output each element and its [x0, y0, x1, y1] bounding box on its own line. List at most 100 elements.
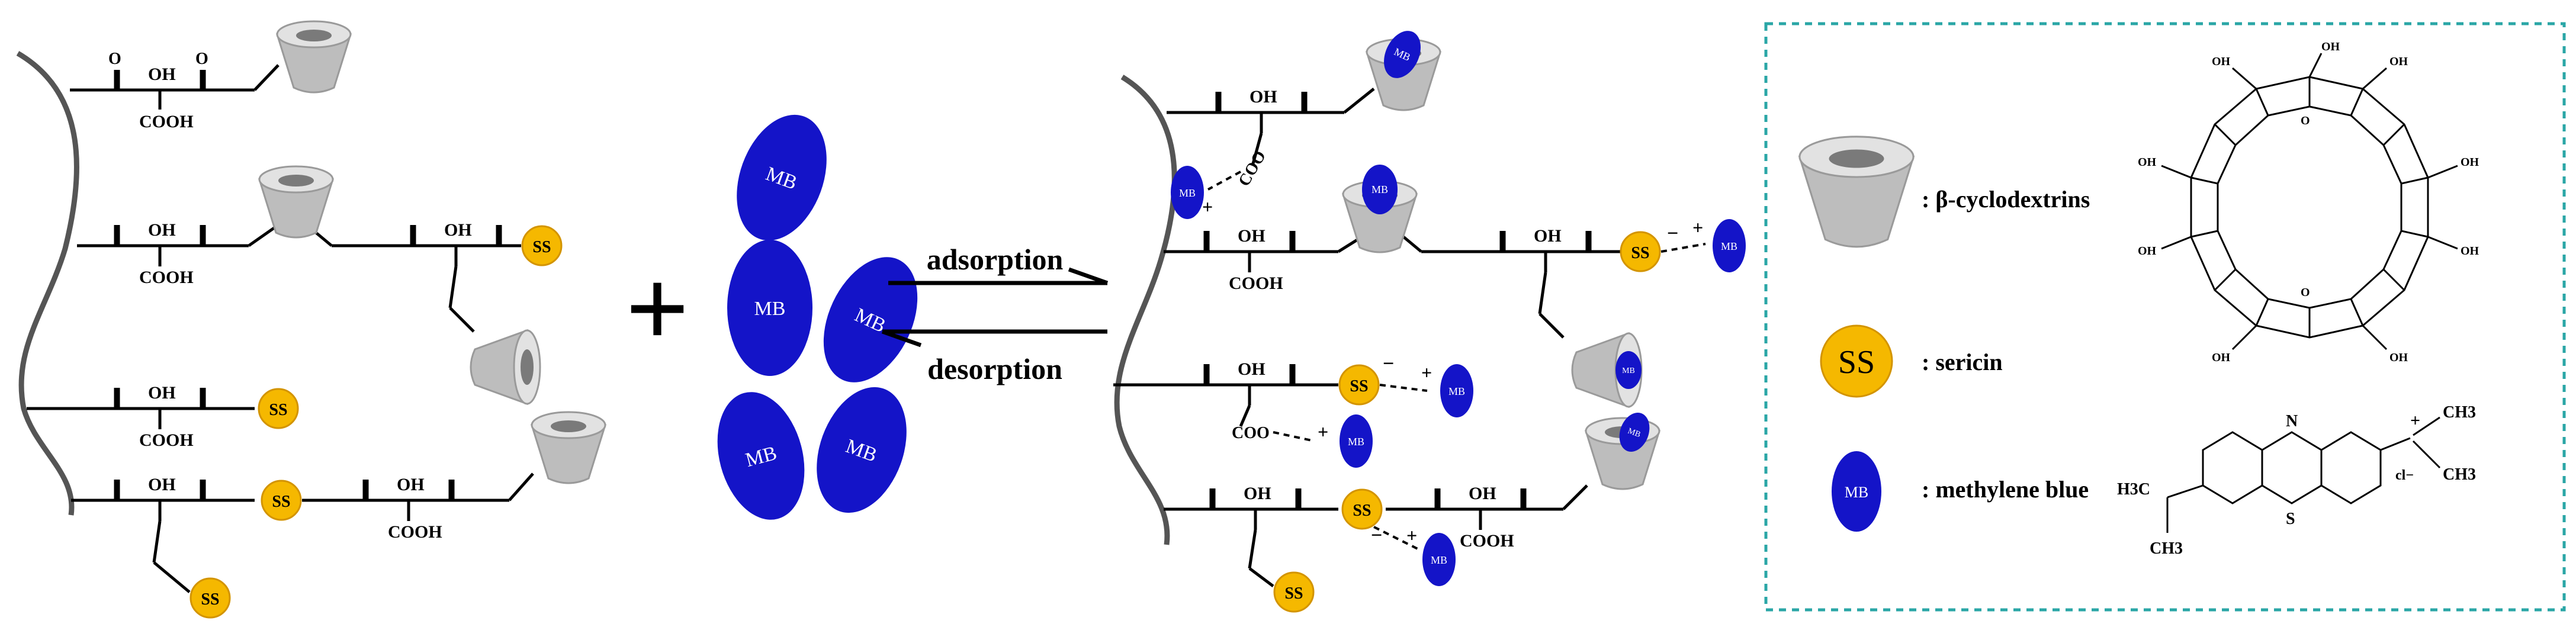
- svg-text:O: O: [2301, 286, 2310, 299]
- svg-text:OH: OH: [2212, 55, 2231, 68]
- mb-molecule: MB: [1440, 364, 1473, 417]
- right-branch-3: [1113, 364, 1338, 427]
- cyclodextrin-ring-structure: [2161, 53, 2458, 351]
- label-cooh: COOH: [139, 112, 194, 131]
- label-oh: OH: [148, 475, 176, 494]
- svg-text:SS: SS: [1350, 377, 1368, 396]
- svg-text:O: O: [2301, 114, 2310, 127]
- left-polymer: OH COOH O O OH COOH OH SS: [16, 20, 606, 619]
- label-plus: +: [1421, 362, 1432, 383]
- svg-text:SS: SS: [1284, 584, 1303, 603]
- svg-text:SS: SS: [272, 493, 290, 511]
- svg-text:OH: OH: [2212, 351, 2231, 364]
- right-backbone: [1114, 75, 1177, 545]
- label-oh: OH: [148, 65, 176, 84]
- legend-item-sericin: SS : sericin: [1820, 324, 2003, 398]
- right-branch-1: [1167, 88, 1375, 166]
- desorption-label: desorption: [927, 352, 1062, 385]
- label-cooh: COOH: [139, 430, 194, 450]
- svg-text:OH: OH: [2138, 245, 2157, 258]
- svg-text:SS: SS: [1353, 501, 1371, 520]
- mb-molecule: MB: [823, 257, 918, 382]
- left-branch-3: [27, 388, 255, 429]
- svg-text:OH: OH: [2389, 55, 2408, 68]
- svg-text:SS: SS: [532, 238, 551, 256]
- label-o: O: [108, 50, 121, 68]
- svg-text:MB: MB: [1845, 484, 1868, 501]
- equilibrium-arrows: adsorption desorption: [881, 243, 1109, 385]
- left-branch-4: [71, 472, 534, 593]
- label-oh: OH: [1469, 484, 1496, 503]
- mb-molecule: MB: [1340, 414, 1373, 468]
- label-plus: +: [1318, 421, 1328, 442]
- left-branch-2: [77, 223, 521, 333]
- methylene-blue-labels: N S H3C CH3 CH3 CH3 cl− +: [2117, 403, 2476, 558]
- mb-molecule: MB: [817, 387, 907, 513]
- mb-molecule: MB: [717, 392, 805, 520]
- legend-item-methylene-blue: MB : methylene blue: [1832, 451, 2089, 532]
- svg-text:CH3: CH3: [2443, 465, 2476, 484]
- svg-text:OH: OH: [2461, 245, 2479, 258]
- legend-border: [1764, 22, 2566, 612]
- svg-text:MB: MB: [1371, 184, 1388, 195]
- mb-molecule: MB: [727, 240, 812, 376]
- label-minus: −: [1371, 525, 1382, 546]
- legend: : β-cyclodextrins SS : sericin MB : meth…: [1764, 22, 2566, 612]
- beta-cyclodextrin-cup: MB: [1366, 31, 1441, 111]
- sericin-circle: SS: [1620, 231, 1661, 272]
- label-plus: +: [1692, 217, 1703, 238]
- sericin-circle: SS: [261, 480, 302, 521]
- sericin-circle: SS: [258, 388, 299, 429]
- label-oh: OH: [397, 475, 425, 494]
- free-methylene-blue: MB MB MB MB MB: [717, 114, 918, 520]
- label-cooh: COOH: [1229, 274, 1283, 293]
- svg-text:OH: OH: [2138, 156, 2157, 169]
- label-plus: +: [1202, 196, 1213, 217]
- label-oh: OH: [148, 383, 176, 403]
- sericin-circle: SS: [521, 225, 563, 266]
- svg-text:MB: MB: [1622, 366, 1635, 375]
- methylene-blue-structure: [2166, 416, 2441, 533]
- svg-text:CH3: CH3: [2443, 403, 2476, 422]
- svg-text:MB: MB: [1448, 385, 1465, 397]
- right-branch-4: [1164, 484, 1588, 587]
- svg-text:OH: OH: [2389, 351, 2408, 364]
- beta-cyclodextrin-cup: [470, 329, 541, 405]
- sericin-circle: SS: [1341, 488, 1383, 530]
- legend-label-methylene-blue: : methylene blue: [1922, 476, 2089, 503]
- sericin-circle: SS: [1273, 571, 1315, 613]
- label-oh: OH: [148, 220, 176, 240]
- svg-text:CH3: CH3: [2150, 539, 2183, 558]
- label-minus: −: [1383, 353, 1394, 375]
- mb-molecule: MB: [1422, 533, 1456, 586]
- adsorption-label: adsorption: [927, 243, 1064, 276]
- label-coo: COO: [1235, 147, 1270, 189]
- label-oh: OH: [1238, 359, 1265, 379]
- svg-text:OH: OH: [2321, 40, 2340, 53]
- svg-text:SS: SS: [1838, 344, 1875, 381]
- svg-text:SS: SS: [201, 590, 219, 609]
- right-branch-2: [1164, 231, 1623, 339]
- plus-sign: +: [625, 247, 689, 371]
- label-cooh: COOH: [388, 522, 442, 542]
- label-oh: OH: [444, 220, 472, 240]
- beta-cyclodextrin-cup: [276, 20, 352, 94]
- beta-cyclodextrin-cup: MB: [1585, 413, 1660, 490]
- svg-text:MB: MB: [1627, 427, 1642, 440]
- svg-text:MB: MB: [1179, 187, 1196, 199]
- left-backbone: [16, 51, 79, 516]
- label-o: O: [195, 50, 208, 68]
- svg-text:MB: MB: [754, 298, 786, 320]
- svg-text:H3C: H3C: [2117, 480, 2150, 499]
- label-cooh: COOH: [1460, 531, 1514, 551]
- sericin-circle: SS: [189, 577, 231, 619]
- beta-cyclodextrin-cup: MB: [1571, 332, 1643, 408]
- beta-cyclodextrin-cup: MB: [1342, 165, 1418, 253]
- legend-label-sericin: : sericin: [1922, 349, 2003, 375]
- cyclodextrin-oh-labels: OH OH OH OH OH OH OH OH OH O O: [2138, 40, 2479, 364]
- legend-item-cyclodextrin: : β-cyclodextrins: [1798, 136, 2090, 248]
- right-polymer: OH COO MB + MB OH COOH OH MB: [1113, 31, 1746, 613]
- svg-text:MB: MB: [1348, 436, 1364, 448]
- mb-molecule: MB: [737, 114, 827, 241]
